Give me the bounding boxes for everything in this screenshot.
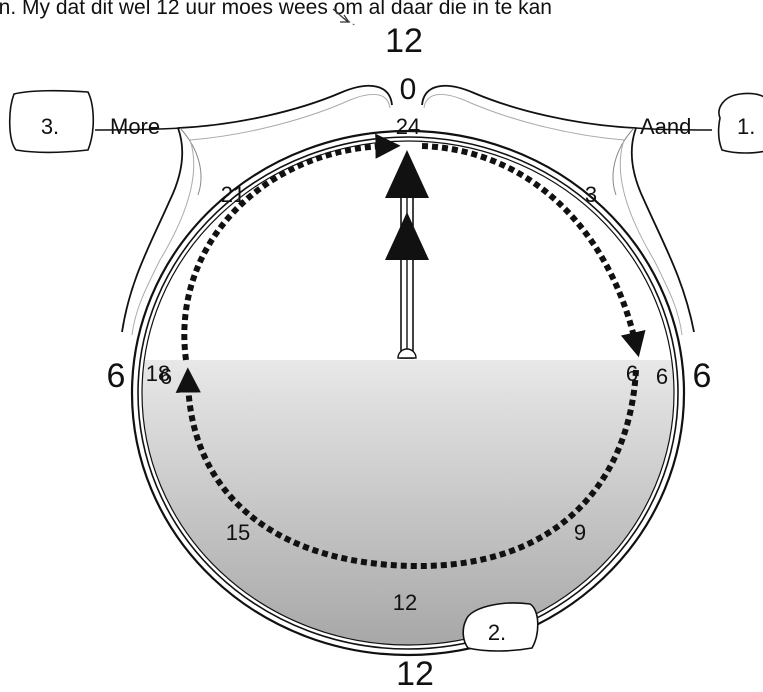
inner-label-left: 6 — [160, 364, 172, 389]
dial-label-15: 15 — [226, 520, 250, 545]
dial-label-12: 12 — [393, 590, 417, 615]
outer-label-right: 6 — [693, 357, 712, 395]
callout-three: 3. More — [8, 89, 160, 154]
hand-arrowhead-lower — [385, 212, 429, 260]
dial-label-21: 21 — [221, 182, 245, 207]
arrow-6-to-18 — [175, 367, 639, 570]
dial-label-6: 6 — [626, 361, 638, 386]
inner-label-top-zero: 0 — [400, 73, 417, 106]
clock-face-rim — [137, 136, 679, 650]
callout-one-label: Aand — [640, 114, 691, 139]
dial-label-24: 24 — [396, 114, 420, 139]
callout-one-number: 1. — [737, 114, 755, 139]
dial-label-9: 9 — [574, 520, 586, 545]
callout-three-label: More — [110, 114, 160, 139]
scalloped-frame — [94, 84, 713, 336]
hand-pivot — [397, 348, 417, 359]
outer-label-left: 6 — [107, 357, 126, 395]
callout-three-bubble — [8, 89, 95, 154]
clock-hand — [385, 150, 429, 359]
inner-label-right: 6 — [656, 364, 668, 389]
arrow-18-to-24 — [181, 133, 401, 361]
caption-text: ln. My dat dit wel 12 uur moes wees om a… — [0, 0, 552, 19]
cycle-arrows — [175, 133, 646, 570]
callout-one: Aand 1. — [640, 92, 763, 154]
outer-label-top: 12 — [385, 22, 423, 60]
arrow-24-to-6 — [421, 143, 646, 358]
callout-two-bubble — [462, 602, 539, 652]
callout-two: 2. — [462, 602, 539, 652]
dial-label-18: 18 — [146, 361, 170, 386]
scribble-dots — [335, 12, 357, 27]
night-shade — [142, 360, 674, 645]
callout-three-number: 3. — [41, 114, 59, 139]
callout-two-number: 2. — [488, 620, 506, 645]
callout-one-bubble — [717, 92, 763, 154]
outer-label-bottom: 12 — [396, 655, 434, 692]
hand-arrowhead-upper — [385, 150, 429, 198]
dial-label-3: 3 — [585, 182, 597, 207]
